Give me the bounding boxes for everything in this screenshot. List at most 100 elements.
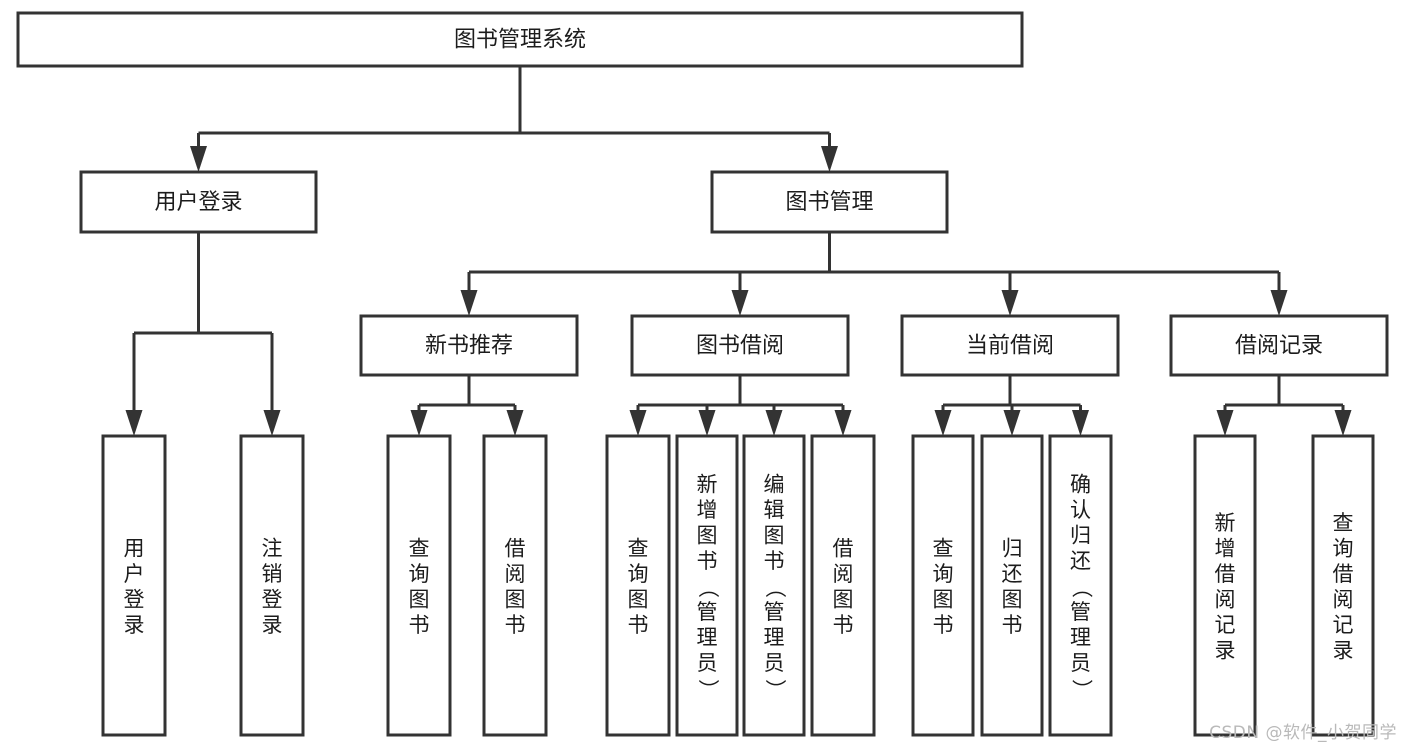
node-label: 借阅记录 xyxy=(1235,334,1323,359)
node-label-char: 阅 xyxy=(833,562,854,586)
node-label-char: 询 xyxy=(933,562,954,586)
node-box xyxy=(911,434,975,737)
node-label: 图书管理 xyxy=(785,190,873,215)
node-label-char: 图 xyxy=(1002,587,1023,611)
node-label-char: 员 xyxy=(764,651,785,675)
node-label-char: 员 xyxy=(1070,651,1091,675)
node-label-char: 增 xyxy=(1215,536,1236,560)
node-box xyxy=(605,434,671,737)
node-label-char: 查 xyxy=(1333,511,1354,535)
node-box xyxy=(742,434,806,737)
node-label-char: 登 xyxy=(124,587,145,611)
node-label-char: 书 xyxy=(697,549,718,573)
arrow-head xyxy=(629,410,647,436)
node-label-char: 新 xyxy=(697,473,718,497)
node-box xyxy=(1193,434,1257,737)
node-leaf-user-login[interactable]: 用户登录 xyxy=(101,434,167,737)
node-label: 当前借阅 xyxy=(966,334,1054,359)
node-box xyxy=(980,434,1044,737)
arrow-head xyxy=(1216,410,1234,436)
arrow-head xyxy=(1072,410,1089,436)
node-label-char: 询 xyxy=(409,562,430,586)
node-box xyxy=(810,434,876,737)
node-label-char: 书 xyxy=(409,613,430,637)
node-label-char: 询 xyxy=(1333,536,1354,560)
arrow-head xyxy=(1001,290,1019,316)
node-label-char: 增 xyxy=(697,498,718,522)
node-current-borrow[interactable]: 当前借阅 xyxy=(900,314,1120,377)
node-label-char: 书 xyxy=(933,613,954,637)
node-label-char: 询 xyxy=(628,562,649,586)
node-root[interactable]: 图书管理系统 xyxy=(16,11,1024,68)
node-label-char: （ xyxy=(763,577,787,598)
node-label-char: 归 xyxy=(1070,524,1091,548)
arrow-head xyxy=(1003,410,1021,436)
node-label-char: 阅 xyxy=(1215,587,1236,611)
arrow-head xyxy=(410,410,428,436)
node-label-char: （ xyxy=(1070,577,1094,598)
arrow-head xyxy=(460,290,478,316)
node-label-char: 书 xyxy=(628,613,649,637)
arrow-head xyxy=(821,146,838,172)
node-box xyxy=(1048,434,1113,737)
node-label-char: 图 xyxy=(933,587,954,611)
node-label-char: （ xyxy=(696,577,720,598)
arrow-head xyxy=(263,410,281,436)
node-user-login[interactable]: 用户登录 xyxy=(79,170,318,234)
node-box xyxy=(79,170,318,234)
arrow-head xyxy=(765,410,783,436)
node-label-char: 还 xyxy=(1070,549,1091,573)
watermark: CSDN @软件_小贺同学 xyxy=(1209,723,1397,743)
node-box xyxy=(239,434,305,737)
node-book-borrow[interactable]: 图书借阅 xyxy=(630,314,850,377)
node-label-char: 新 xyxy=(1215,511,1236,535)
nodes-layer: 图书管理系统用户登录用户登录注销登录图书管理新书推荐查询图书借阅图书图书借阅查询… xyxy=(16,11,1389,737)
node-label-char: 书 xyxy=(1002,613,1023,637)
node-label-char: 理 xyxy=(697,626,718,650)
node-label-char: ） xyxy=(696,679,720,700)
node-label-char: 记 xyxy=(1333,613,1354,637)
node-book-management[interactable]: 图书管理 xyxy=(710,170,949,234)
node-label-char: 管 xyxy=(697,600,718,624)
arrow-head xyxy=(698,410,716,436)
arrow-head xyxy=(834,410,852,436)
node-box xyxy=(900,314,1120,377)
node-label: 图书管理系统 xyxy=(454,28,586,53)
node-box xyxy=(630,314,850,377)
node-label-char: 销 xyxy=(262,562,283,586)
node-label-char: 查 xyxy=(933,536,954,560)
node-label-char: 管 xyxy=(1070,600,1091,624)
node-borrow-record[interactable]: 借阅记录 xyxy=(1169,314,1389,377)
node-label-char: 图 xyxy=(764,524,785,548)
node-new-book-recommend[interactable]: 新书推荐 xyxy=(359,314,579,377)
node-label-char: 录 xyxy=(1215,638,1236,662)
arrow-head xyxy=(1334,410,1352,436)
node-box xyxy=(101,434,167,737)
node-label-char: 录 xyxy=(1333,638,1354,662)
node-label-char: 查 xyxy=(628,536,649,560)
node-label-char: ） xyxy=(763,679,787,700)
node-label-char: 理 xyxy=(1070,626,1091,650)
node-label-char: 图 xyxy=(628,587,649,611)
arrow-head xyxy=(506,410,524,436)
node-label-char: 借 xyxy=(833,536,854,560)
arrow-head xyxy=(1270,290,1288,316)
node-label: 图书借阅 xyxy=(696,334,784,359)
node-label-char: 管 xyxy=(764,600,785,624)
node-label-char: 注 xyxy=(262,536,283,560)
node-label: 新书推荐 xyxy=(425,334,513,359)
connectors-layer xyxy=(125,66,1352,436)
